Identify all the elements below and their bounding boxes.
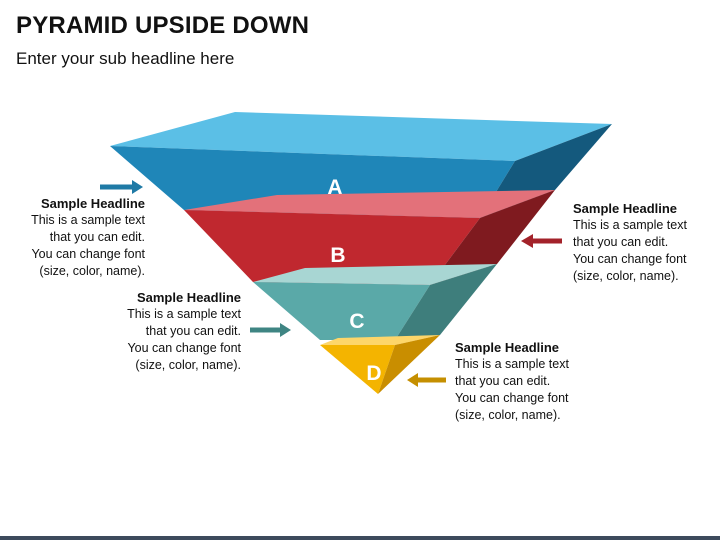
layer-b-side-face <box>430 190 555 285</box>
layer-d-side-face <box>378 335 440 394</box>
callout-2: Sample Headline This is a sample text th… <box>573 200 687 285</box>
arrow-3-head <box>280 323 291 337</box>
arrow-1-shaft <box>100 184 132 190</box>
callout-1-headline: Sample Headline <box>40 196 145 211</box>
callout-arrow-2 <box>521 234 562 248</box>
callout-1-line-3: You can change font <box>31 247 145 261</box>
callout-4-line-4: (size, color, name). <box>455 408 561 422</box>
callout-2-headline: Sample Headline <box>573 201 678 216</box>
callout-3: Sample Headline This is a sample text th… <box>127 289 241 374</box>
callout-4-line-1: This is a sample text <box>455 357 569 371</box>
layer-d-front-face <box>320 345 395 394</box>
callout-2-line-1: This is a sample text <box>573 218 687 232</box>
pyramid-layer-d: D <box>320 335 440 394</box>
layer-c-front-face <box>253 282 430 340</box>
callout-4-headline: Sample Headline <box>455 340 560 355</box>
layer-d-top-face <box>320 335 440 345</box>
callout-2-line-2: that you can edit. <box>573 235 669 249</box>
callout-arrow-4 <box>407 373 446 387</box>
callout-2-line-4: (size, color, name). <box>573 269 679 283</box>
callout-3-line-1: This is a sample text <box>127 307 241 321</box>
footer-bar <box>0 536 720 540</box>
callout-4: Sample Headline This is a sample text th… <box>455 339 569 424</box>
pyramid-layer-c: C <box>253 264 497 340</box>
callout-1: Sample Headline This is a sample text th… <box>31 195 145 280</box>
callout-arrow-1 <box>100 180 143 194</box>
arrow-3-shaft <box>250 327 280 333</box>
callout-3-line-4: (size, color, name). <box>135 358 241 372</box>
callout-1-line-4: (size, color, name). <box>39 264 145 278</box>
layer-a-label: A <box>327 176 342 199</box>
callout-4-line-2: that you can edit. <box>455 374 551 388</box>
layer-b-label: B <box>330 244 345 267</box>
layer-d-label: D <box>366 362 381 385</box>
callout-4-line-3: You can change font <box>455 391 569 405</box>
layer-c-top-face <box>253 264 497 285</box>
layer-c-label: C <box>349 310 364 333</box>
callout-3-line-2: that you can edit. <box>145 324 241 338</box>
callout-3-line-3: You can change font <box>127 341 241 355</box>
callout-2-line-3: You can change font <box>573 252 687 266</box>
arrow-1-head <box>132 180 143 194</box>
layer-a-top-face <box>110 112 612 161</box>
callout-3-headline: Sample Headline <box>136 290 241 305</box>
arrow-2-head <box>521 234 533 248</box>
arrow-4-head <box>407 373 418 387</box>
callout-1-line-2: that you can edit. <box>49 230 145 244</box>
arrow-4-shaft <box>418 377 446 383</box>
layer-c-side-face <box>395 264 497 340</box>
arrow-2-shaft <box>533 238 562 244</box>
slide-subtitle: Enter your sub headline here <box>16 49 235 68</box>
slide-title: PYRAMID UPSIDE DOWN <box>16 12 310 39</box>
callout-arrow-3 <box>250 323 291 337</box>
layer-b-top-face <box>184 190 555 218</box>
callout-1-line-1: This is a sample text <box>31 213 145 227</box>
